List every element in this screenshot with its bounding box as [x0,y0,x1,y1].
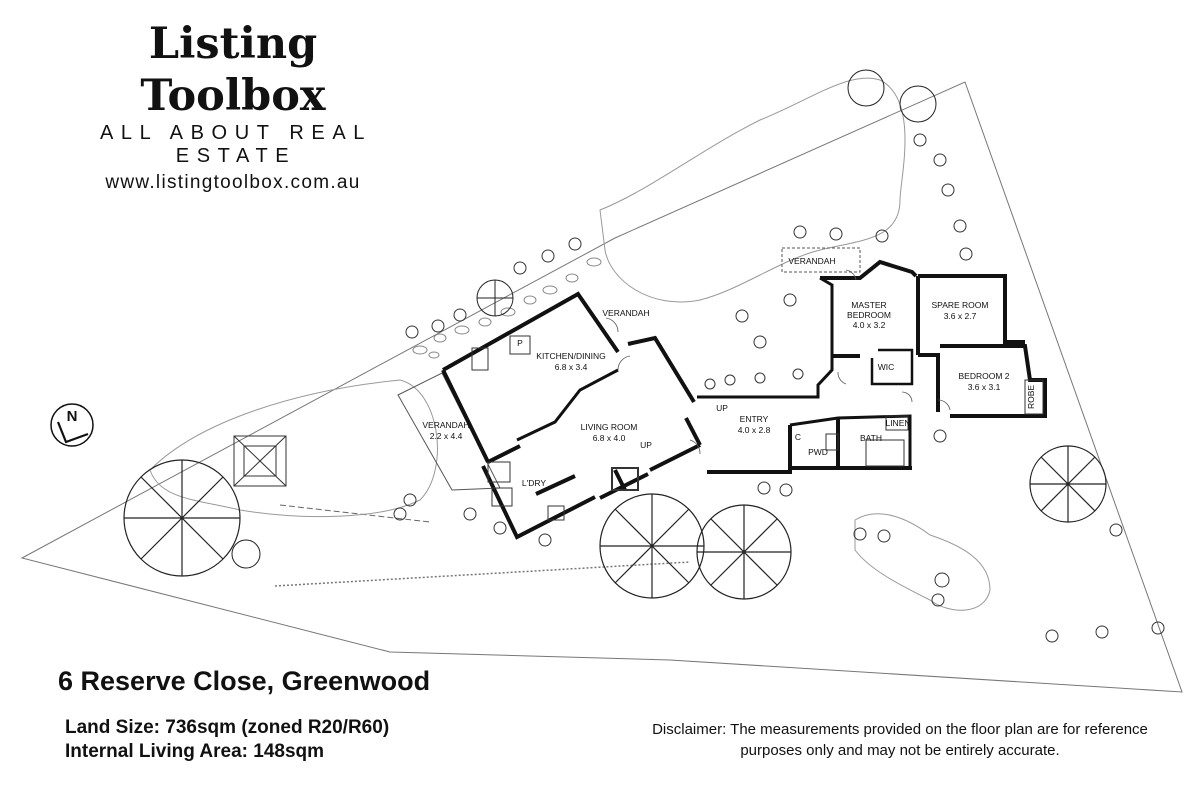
room-label-pantry: P [517,338,523,348]
tree-icon [123,459,241,577]
garden-bed-right [854,513,991,611]
room-label-master-bedroom-line1: MASTER [851,300,886,310]
house-walls [441,259,1047,540]
room-label-entry: ENTRY [740,414,769,424]
stepping-stones [412,257,602,359]
internal-boundary-line [279,504,431,523]
room-label-wic: WIC [878,362,895,372]
disclaimer: Disclaimer: The measurements provided on… [652,721,1148,759]
north-compass-icon: N [50,403,94,447]
room-label-linen: LINEN [885,418,910,428]
room-label-pwd: PWD [808,447,828,457]
room-size-living-room: 6.8 x 4.0 [593,433,626,443]
internal-boundary-dotted [274,561,691,587]
room-size-kitchen-dining: 6.8 x 3.4 [555,362,588,372]
house-fixtures [471,335,1044,521]
gazebo-icon [233,435,287,487]
room-label-robe: ROBE [1026,385,1036,409]
room-label-master-bedroom-line2: BEDROOM [847,310,891,320]
brand-name: Listing Toolbox [140,19,326,121]
tree-icon [1029,445,1107,523]
compass-label: N [67,408,78,425]
lawn-outline-right [599,77,906,303]
brand-url[interactable]: www.listingtoolbox.com.au [105,172,361,193]
stair-label-up-entry: UP [716,403,728,413]
room-label-spare-room: SPARE ROOM [932,300,989,310]
brand-logo: Listing Toolbox ALL ABOUT REAL ESTATE ww… [52,18,414,194]
room-label-kitchen-dining: KITCHEN/DINING [536,351,605,361]
brand-tagline: ALL ABOUT REAL ESTATE [99,122,373,167]
room-label-cupboard: C [795,432,801,442]
room-label-bath: BATH [860,433,882,443]
lawn-outline-left [149,379,438,518]
room-label-laundry: L'DRY [522,478,546,488]
internal-living-area: Internal Living Area: 148sqm [65,741,325,762]
room-size-spare-room: 3.6 x 2.7 [944,311,977,321]
room-label-verandah-left: VERANDAH [422,420,469,430]
room-label-verandah-small: VERANDAH [602,308,649,318]
room-label-verandah-top: VERANDAH [788,256,835,266]
verandah-top-outline [781,247,861,273]
room-label-bedroom-2: BEDROOM 2 [958,371,1009,381]
property-facts: Land Size: 736sqm (zoned R20/R60) Intern… [65,716,389,764]
property-address: 6 Reserve Close, Greenwood [58,666,431,696]
tree-icon [696,504,792,600]
lot-boundary [20,81,1183,693]
door-swings [605,269,951,455]
tree-icon [476,279,514,317]
land-size: Land Size: 736sqm (zoned R20/R60) [65,717,390,738]
room-label-living-room: LIVING ROOM [581,422,638,432]
tree-icon [599,493,705,599]
shrub-icons [393,133,1165,643]
room-size-entry: 4.0 x 2.8 [738,425,771,435]
room-size-master-bedroom: 4.0 x 3.2 [853,320,886,330]
tree-icon [231,69,937,569]
room-size-bedroom-2: 3.6 x 3.1 [968,382,1001,392]
stair-label-up-living: UP [640,440,652,450]
room-size-verandah-left: 2.2 x 4.4 [430,431,463,441]
